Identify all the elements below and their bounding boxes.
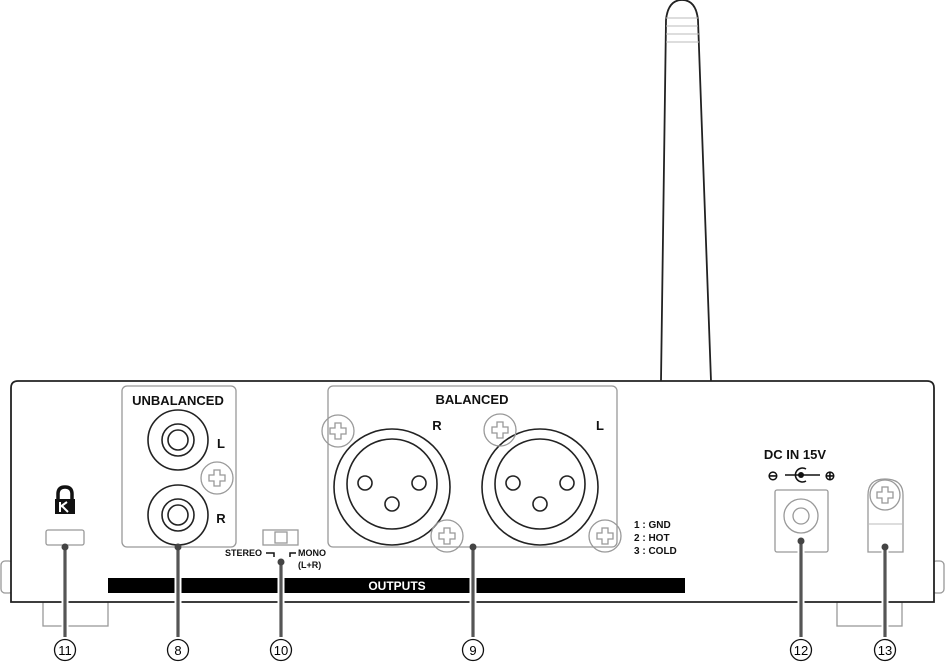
pinout-2: 2 : HOT bbox=[634, 533, 670, 544]
antenna bbox=[660, 0, 712, 382]
unbalanced-title: UNBALANCED bbox=[132, 393, 224, 408]
screw-icon bbox=[321, 414, 355, 448]
callout-number: 10 bbox=[274, 643, 288, 658]
leader-dot bbox=[469, 543, 477, 551]
leader-dot bbox=[881, 543, 889, 551]
mono-sub-label: (L+R) bbox=[298, 560, 321, 570]
balanced-right-label: R bbox=[432, 418, 442, 433]
xlr-jack-left[interactable] bbox=[481, 428, 599, 546]
unbalanced-left-label: L bbox=[217, 436, 225, 451]
callout-dc: 12 bbox=[789, 537, 813, 662]
pinout-3: 3 : COLD bbox=[634, 546, 677, 557]
callout-kensington: 11 bbox=[53, 543, 77, 662]
left-foot bbox=[42, 601, 109, 627]
callout-circle bbox=[873, 638, 897, 662]
svg-text:⊕: ⊕ bbox=[825, 468, 836, 483]
balanced-title: BALANCED bbox=[436, 392, 509, 407]
ground-terminal[interactable] bbox=[867, 478, 904, 553]
right-foot bbox=[836, 601, 903, 627]
callout-number: 12 bbox=[794, 643, 808, 658]
leader-dot bbox=[797, 537, 805, 545]
callout-circle bbox=[53, 638, 77, 662]
rca-jack-left[interactable] bbox=[147, 409, 209, 471]
callout-switch: 10 bbox=[269, 558, 293, 662]
kensington-lock-icon bbox=[55, 485, 75, 514]
callout-circle bbox=[461, 638, 485, 662]
svg-text:⊖: ⊖ bbox=[768, 468, 779, 483]
dc-polarity-icon: ⊖ ⊕ bbox=[768, 467, 836, 483]
screw-icon bbox=[588, 519, 622, 553]
chassis bbox=[10, 380, 935, 603]
callout-number: 8 bbox=[174, 643, 181, 658]
xlr-jack-right[interactable] bbox=[333, 428, 451, 546]
stereo-label: STEREO bbox=[225, 548, 262, 558]
callout-circle bbox=[269, 638, 293, 662]
callout-ground: 13 bbox=[873, 543, 897, 662]
callout-circle bbox=[789, 638, 813, 662]
callout-unbalanced: 8 bbox=[166, 543, 190, 662]
callout-circle bbox=[166, 638, 190, 662]
mono-label: MONO bbox=[298, 548, 326, 558]
callout-number: 13 bbox=[878, 643, 892, 658]
callout-balanced: 9 bbox=[461, 543, 485, 662]
dc-in-label: DC IN 15V bbox=[764, 447, 826, 462]
unbalanced-right-label: R bbox=[216, 511, 226, 526]
stereo-mono-switch[interactable] bbox=[262, 529, 299, 546]
screw-icon bbox=[200, 461, 234, 495]
balanced-left-label: L bbox=[596, 418, 604, 433]
outputs-label: OUTPUTS bbox=[368, 579, 425, 593]
pinout-1: 1 : GND bbox=[634, 520, 671, 531]
leader-dot bbox=[277, 558, 285, 566]
callout-number: 9 bbox=[469, 643, 476, 658]
leader-dot bbox=[61, 543, 69, 551]
screw-icon bbox=[430, 519, 464, 553]
outputs-bar bbox=[108, 578, 685, 593]
callout-number: 11 bbox=[58, 643, 72, 658]
leader-dot bbox=[174, 543, 182, 551]
screw-icon bbox=[483, 413, 517, 447]
